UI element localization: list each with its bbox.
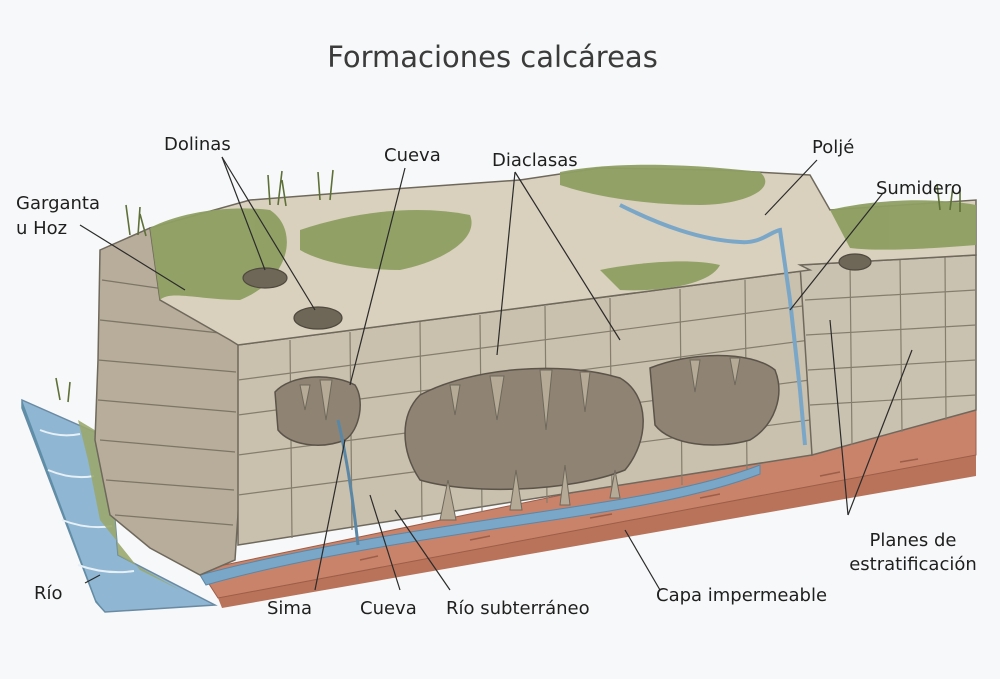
sumidero-hole <box>838 253 872 271</box>
label-planes-line1: Planes de <box>869 530 957 551</box>
sima-shaft <box>336 419 360 546</box>
river-waves <box>39 429 135 574</box>
surface-stream <box>619 203 807 446</box>
label-sumidero: Sumidero <box>876 178 962 199</box>
stalactites <box>299 357 741 431</box>
label-rio-subterraneo: Río subterráneo <box>446 598 590 619</box>
label-cueva-top: Cueva <box>384 145 441 166</box>
impermeable-layer <box>218 455 976 608</box>
label-planes-line2: estratificación <box>849 554 977 575</box>
label-polje: Poljé <box>812 137 855 158</box>
leader-lines <box>79 156 913 591</box>
label-dolinas: Dolinas <box>164 134 231 155</box>
label-sima: Sima <box>267 598 312 619</box>
stalagmites <box>439 464 621 521</box>
label-garganta-line1: Garganta <box>16 193 101 214</box>
diagram-title: Formaciones calcáreas <box>327 40 658 74</box>
underground-river <box>199 464 761 586</box>
doline-2 <box>293 306 343 330</box>
label-diaclasas: Diaclasas <box>492 150 578 171</box>
label-capa-impermeable: Capa impermeable <box>656 585 828 606</box>
label-rio: Río <box>34 583 63 604</box>
impermeable-layer-cracks <box>359 458 919 561</box>
right-block-strata <box>804 256 977 446</box>
doline-1 <box>242 267 288 289</box>
plants <box>55 169 961 403</box>
label-garganta-line2: u Hoz <box>16 218 68 239</box>
label-cueva-bottom: Cueva <box>360 598 417 619</box>
